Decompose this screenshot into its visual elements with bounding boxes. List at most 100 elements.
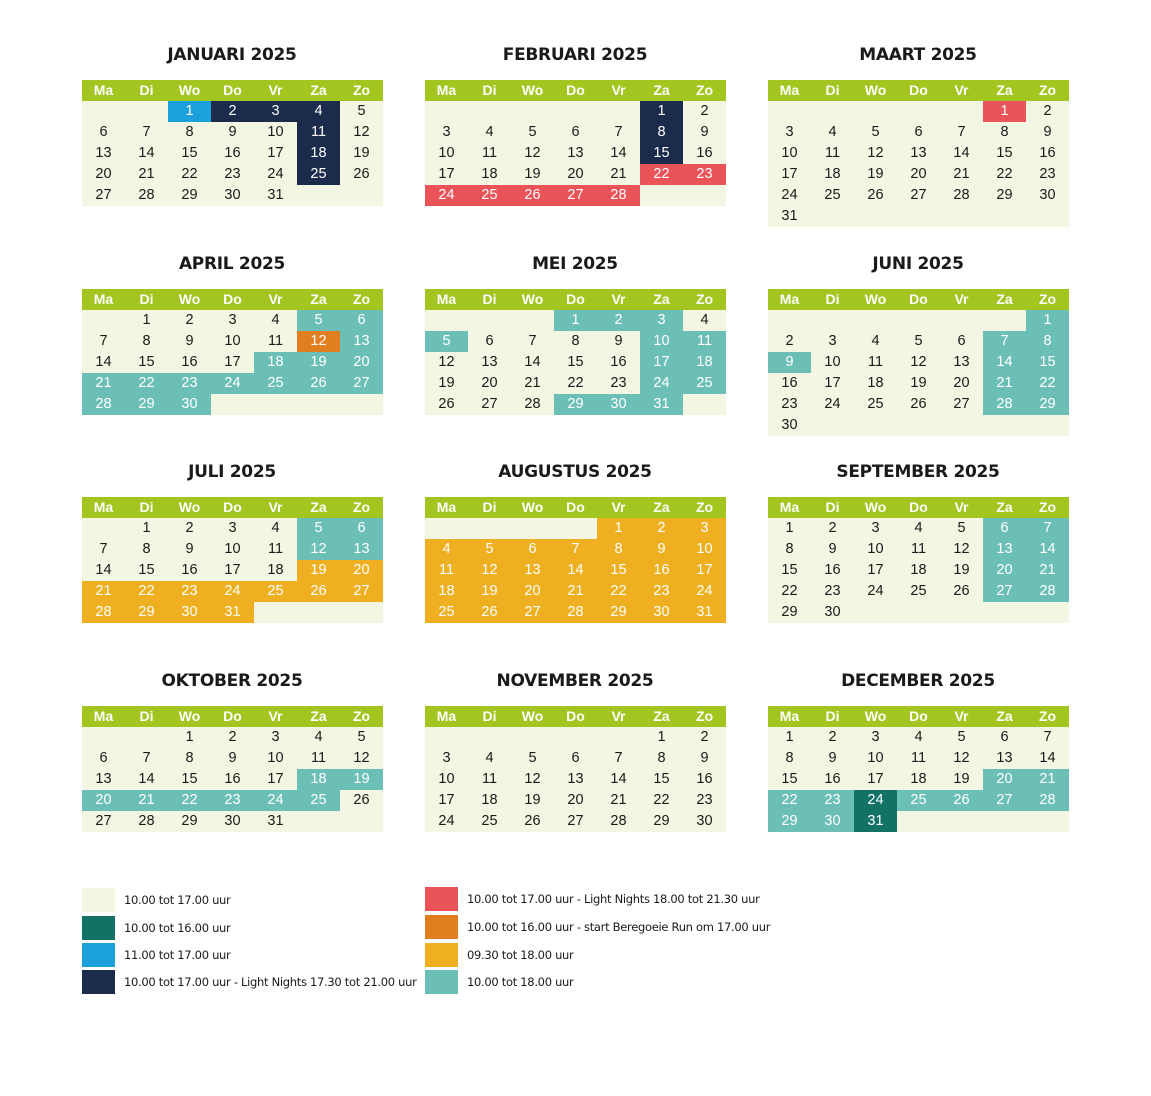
empty-cell <box>340 394 383 415</box>
day-cell: 15 <box>983 143 1026 164</box>
empty-cell <box>511 101 554 122</box>
empty-cell <box>425 310 468 331</box>
day-cell: 25 <box>297 164 340 185</box>
day-cell: 26 <box>940 790 983 811</box>
day-cell: 10 <box>854 748 897 769</box>
day-cell: 2 <box>811 727 854 748</box>
day-cell: 28 <box>511 394 554 415</box>
day-cell: 20 <box>554 790 597 811</box>
weekday-header: Do <box>211 80 254 101</box>
legend-swatch <box>425 943 458 967</box>
empty-cell <box>897 811 940 832</box>
day-cell: 14 <box>125 769 168 790</box>
day-cell: 15 <box>768 560 811 581</box>
weekday-header: Do <box>897 289 940 310</box>
day-cell: 25 <box>254 373 297 394</box>
weekday-header: Ma <box>82 497 125 518</box>
month-title: JULI 2025 <box>188 462 276 482</box>
day-cell: 21 <box>1026 769 1069 790</box>
day-cell: 6 <box>983 518 1026 539</box>
weekday-header: Wo <box>854 289 897 310</box>
day-cell: 7 <box>1026 518 1069 539</box>
day-cell: 18 <box>468 790 511 811</box>
day-cell: 9 <box>211 748 254 769</box>
day-cell: 18 <box>425 581 468 602</box>
day-cell: 15 <box>768 769 811 790</box>
day-cell: 19 <box>854 164 897 185</box>
day-cell: 12 <box>297 331 340 352</box>
weekday-header: Za <box>297 706 340 727</box>
day-cell: 4 <box>468 748 511 769</box>
day-cell: 20 <box>340 560 383 581</box>
weekday-header: Do <box>211 497 254 518</box>
day-cell: 13 <box>897 143 940 164</box>
day-cell: 29 <box>1026 394 1069 415</box>
day-cell: 10 <box>425 769 468 790</box>
day-cell: 28 <box>983 394 1026 415</box>
legend-item: 10.00 tot 18.00 uur <box>425 970 785 994</box>
empty-cell <box>811 206 854 227</box>
day-cell: 23 <box>211 164 254 185</box>
day-cell: 14 <box>511 352 554 373</box>
day-cell: 13 <box>554 769 597 790</box>
weekday-header: Do <box>897 80 940 101</box>
day-cell: 27 <box>511 602 554 623</box>
day-cell: 19 <box>468 581 511 602</box>
weekday-header: Do <box>554 706 597 727</box>
day-cell: 8 <box>1026 331 1069 352</box>
weekday-header: Vr <box>597 706 640 727</box>
day-cell: 28 <box>82 602 125 623</box>
weekday-header: Ma <box>425 706 468 727</box>
day-cell: 7 <box>1026 727 1069 748</box>
weekday-header: Do <box>897 497 940 518</box>
day-cell: 28 <box>1026 581 1069 602</box>
weekday-header: Za <box>983 289 1026 310</box>
month-title: OKTOBER 2025 <box>161 671 303 691</box>
empty-cell <box>297 394 340 415</box>
day-cell: 19 <box>297 560 340 581</box>
empty-cell <box>854 602 897 623</box>
day-cell: 31 <box>854 811 897 832</box>
day-cell: 15 <box>640 769 683 790</box>
day-cell: 16 <box>768 373 811 394</box>
weekday-header: Za <box>983 706 1026 727</box>
day-cell: 26 <box>511 185 554 206</box>
weekday-header: Di <box>125 289 168 310</box>
empty-cell <box>897 415 940 436</box>
empty-cell <box>340 811 383 832</box>
day-cell: 30 <box>168 602 211 623</box>
weekday-header: Vr <box>940 80 983 101</box>
empty-cell <box>1026 811 1069 832</box>
day-cell: 5 <box>940 518 983 539</box>
day-cell: 28 <box>125 811 168 832</box>
weekday-header: Di <box>125 497 168 518</box>
day-cell: 20 <box>82 790 125 811</box>
day-cell: 23 <box>1026 164 1069 185</box>
day-cell: 24 <box>425 811 468 832</box>
day-cell: 30 <box>168 394 211 415</box>
legend-item: 10.00 tot 17.00 uur - Light Nights 17.30… <box>82 970 442 994</box>
day-cell: 17 <box>211 352 254 373</box>
legend-label: 11.00 tot 17.00 uur <box>124 948 231 962</box>
empty-cell <box>811 101 854 122</box>
weekday-header: Vr <box>940 497 983 518</box>
empty-cell <box>854 415 897 436</box>
day-cell: 31 <box>254 185 297 206</box>
day-cell: 29 <box>554 394 597 415</box>
day-cell: 5 <box>940 727 983 748</box>
legend-label: 10.00 tot 17.00 uur - Light Nights 17.30… <box>124 975 417 989</box>
day-cell: 28 <box>82 394 125 415</box>
empty-cell <box>82 727 125 748</box>
day-cell: 20 <box>511 581 554 602</box>
day-cell: 6 <box>511 539 554 560</box>
day-cell: 10 <box>811 352 854 373</box>
empty-cell <box>768 310 811 331</box>
day-cell: 20 <box>82 164 125 185</box>
day-cell: 20 <box>897 164 940 185</box>
legend-item: 10.00 tot 16.00 uur - start Beregoeie Ru… <box>425 915 785 939</box>
day-cell: 15 <box>1026 352 1069 373</box>
day-cell: 19 <box>340 769 383 790</box>
day-cell: 18 <box>683 352 726 373</box>
